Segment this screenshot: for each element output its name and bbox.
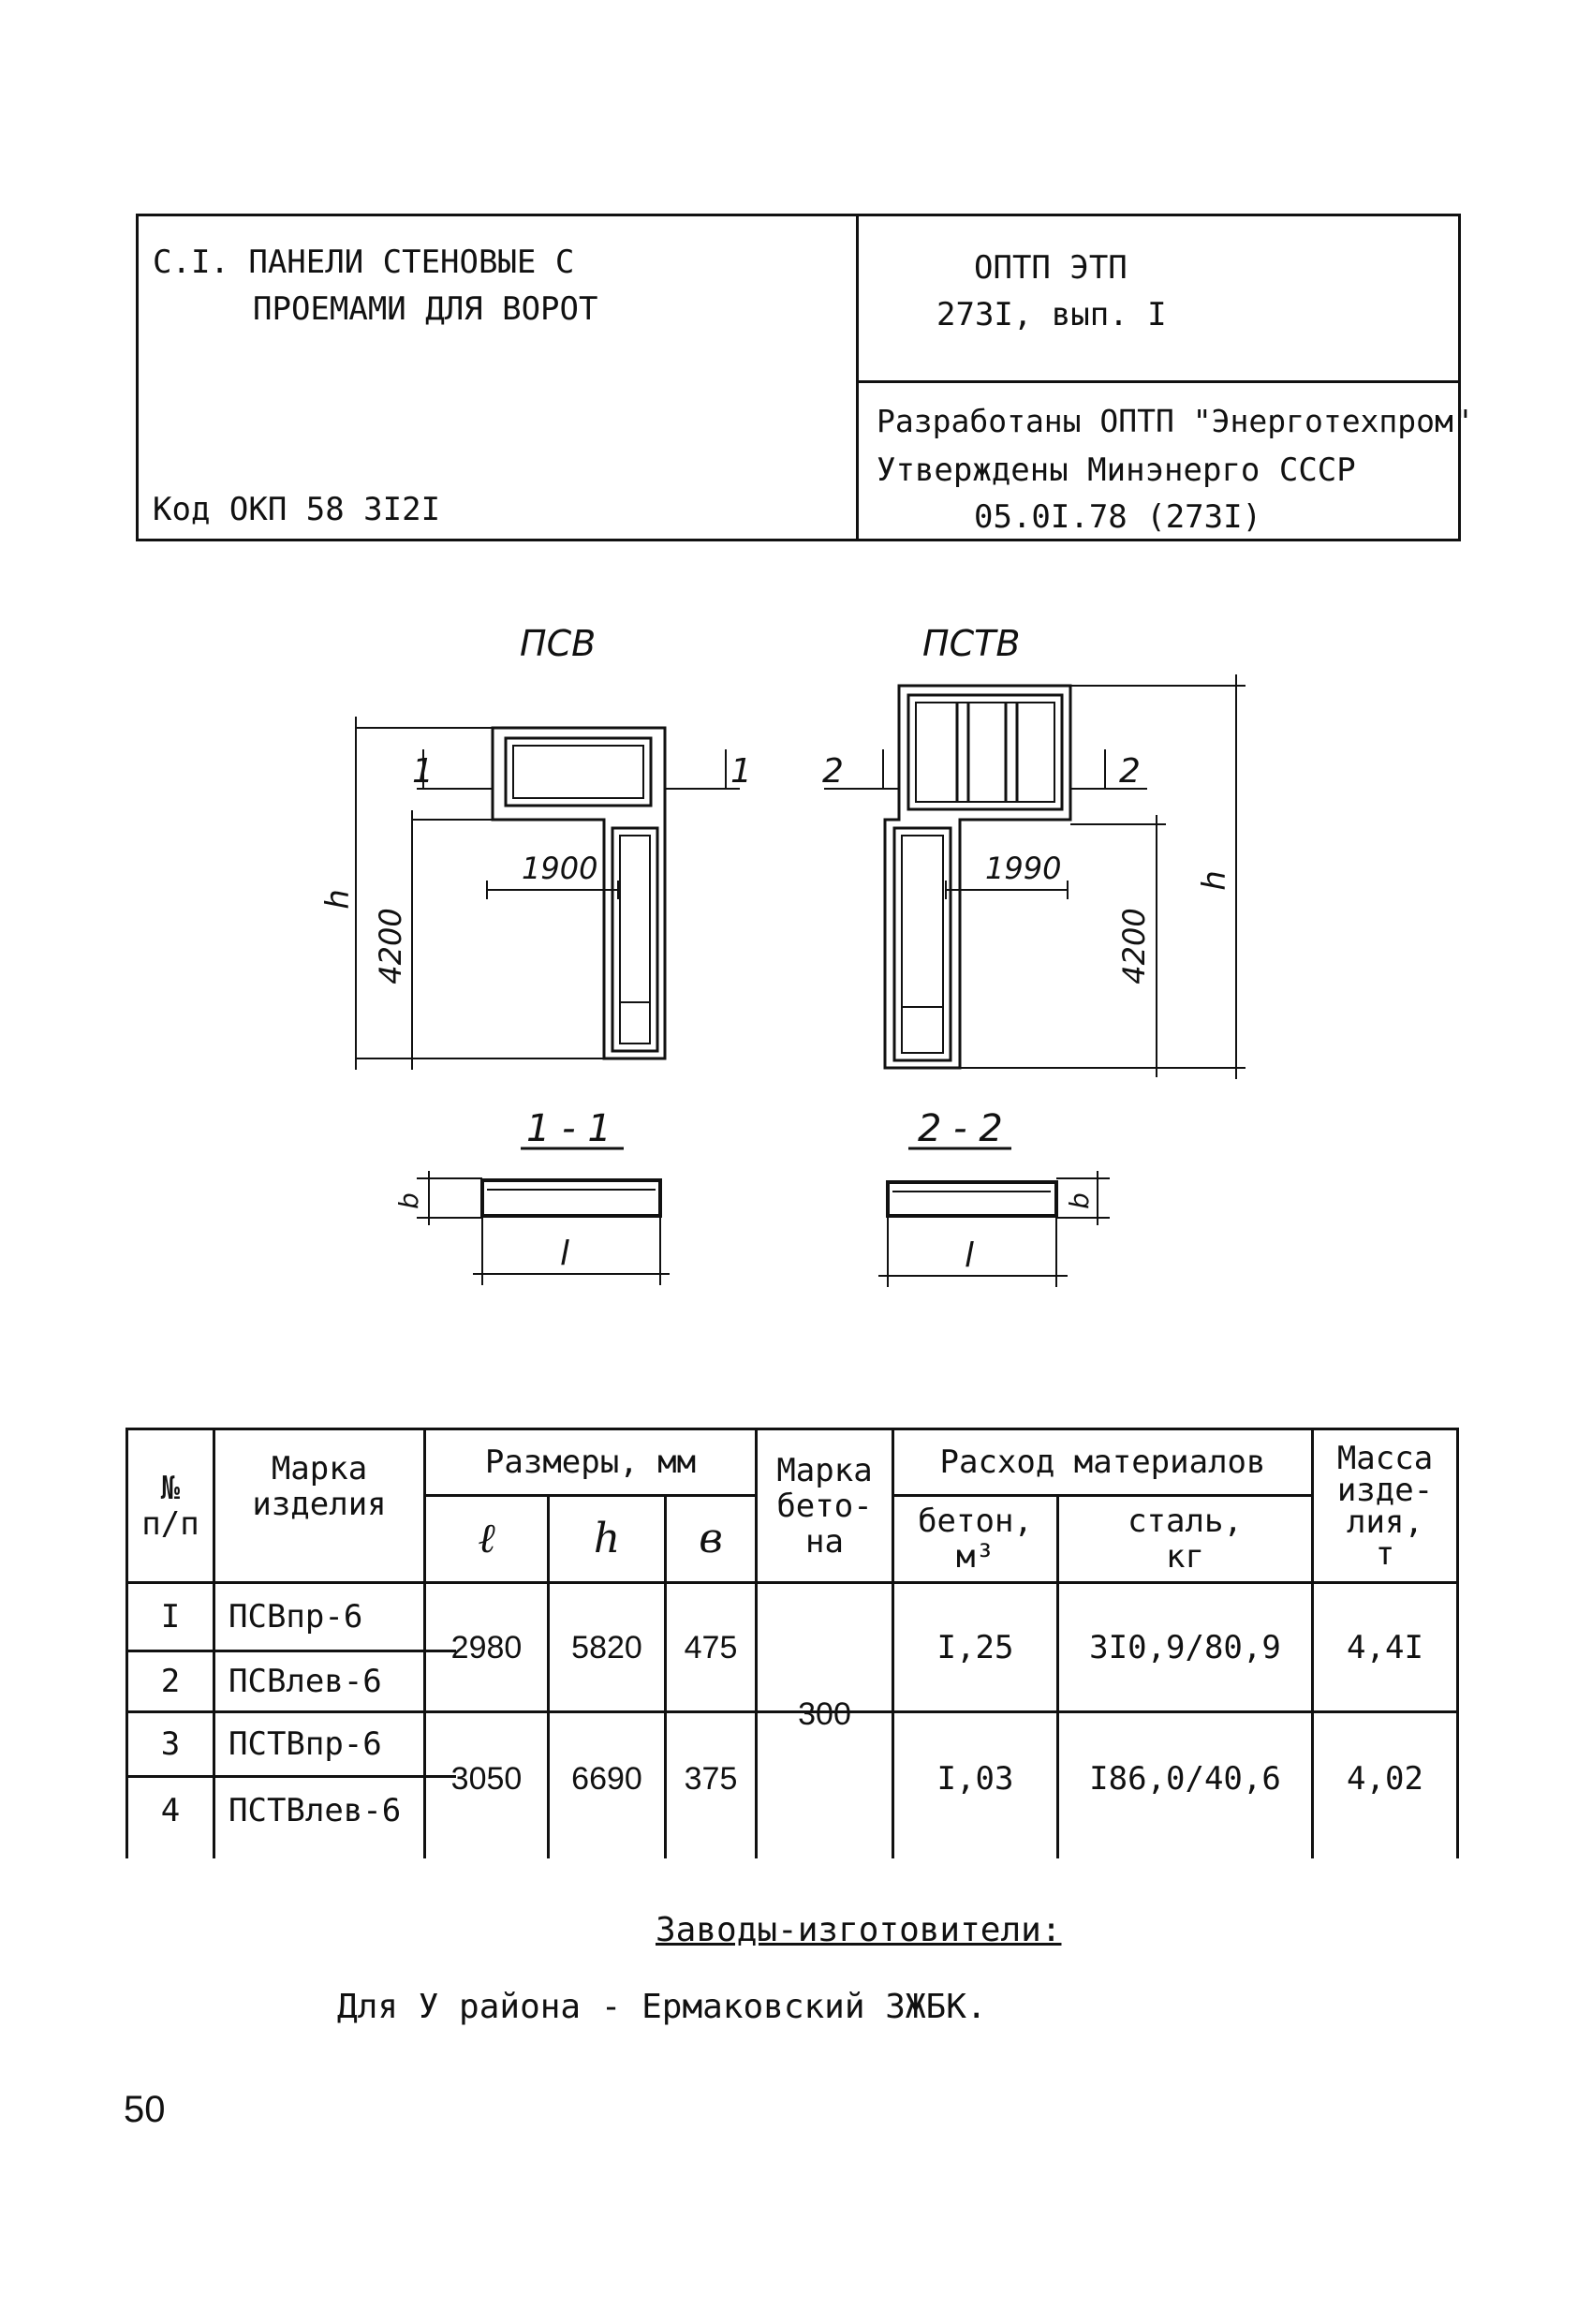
- psv-section-mark-right: 1: [730, 752, 752, 791]
- row-1-number: I: [160, 1598, 181, 1636]
- psv-dim-width: 1900: [522, 851, 597, 886]
- header-dev-line3: 05.0I.78 (273I): [974, 498, 1262, 536]
- section-1-1-b: b: [393, 1192, 424, 1209]
- psv-dim-height: 4200: [373, 908, 408, 984]
- col-header-l: ℓ: [478, 1515, 495, 1562]
- header-series-line2: 273I, вып. I: [936, 296, 1167, 333]
- group-1-h: 5820: [571, 1629, 642, 1665]
- row-4-mark: ПСТВлев-6: [228, 1792, 402, 1829]
- pstv-leg-inner-frame: [892, 826, 952, 1062]
- col-header-concrete-mark: Марка бето- на: [776, 1451, 873, 1561]
- manufacturers-line: Для У района - Ермаковский ЗЖБК.: [337, 1988, 987, 2026]
- col-header-consumption: Расход материалов: [939, 1443, 1266, 1481]
- section-2-2-title: 2 - 2: [918, 1107, 1003, 1150]
- col-header-b: в: [699, 1515, 723, 1562]
- section-1-1-profile: [480, 1178, 662, 1218]
- row-2-mark: ПСВлев-6: [228, 1663, 382, 1700]
- psv-leg-opening: [619, 835, 651, 1044]
- group-1-mass: 4,4I: [1347, 1628, 1423, 1666]
- section-2-2-profile: [886, 1180, 1058, 1218]
- header-block: [136, 214, 1461, 541]
- col-header-steel: сталь, кг: [1128, 1502, 1243, 1576]
- header-divider-vertical: [856, 216, 859, 539]
- manufacturers-title: Заводы-изготовители:: [656, 1911, 1062, 1949]
- pstv-label: ПСТВ: [922, 623, 1020, 664]
- col-header-number: № п/п: [141, 1469, 199, 1543]
- psv-leg-inner-frame: [611, 826, 659, 1053]
- header-dev-line2: Утверждены Минэнерго СССР: [877, 451, 1356, 489]
- header-title-line1: С.I. ПАНЕЛИ СТЕНОВЫЕ С: [153, 244, 575, 281]
- section-1-1-title: 1 - 1: [526, 1107, 612, 1150]
- pstv-dim-height: 4200: [1116, 908, 1152, 984]
- section-1-1-l: l: [560, 1235, 569, 1273]
- col-header-sizes: Размеры, мм: [484, 1443, 697, 1481]
- col-header-mass: Масса изде- лия, т: [1336, 1439, 1434, 1573]
- group-1-l: 2980: [450, 1629, 523, 1665]
- pstv-section-mark-right: 2: [1119, 752, 1141, 791]
- col-header-h: h: [593, 1515, 621, 1562]
- page-number: 50: [124, 2089, 166, 2130]
- psv-section-mark-left: 1: [412, 752, 434, 791]
- group-1-b: 475: [684, 1629, 738, 1665]
- section-2-2-l: l: [965, 1236, 974, 1275]
- group-2-l: 3050: [450, 1761, 523, 1797]
- row-1-mark: ПСВпр-6: [228, 1598, 363, 1636]
- row-3-mark: ПСТВпр-6: [228, 1725, 382, 1763]
- group-1-steel: 3I0,9/80,9: [1089, 1628, 1281, 1666]
- header-divider-horizontal: [856, 380, 1458, 383]
- row-4-number: 4: [160, 1792, 181, 1829]
- pstv-section-mark-left: 2: [822, 752, 844, 791]
- psv-dim-h: h: [319, 889, 357, 910]
- group-2-h: 6690: [571, 1761, 642, 1797]
- header-code: Код ОКП 58 3I2I: [153, 491, 441, 528]
- group-1-concrete: I,25: [936, 1628, 1014, 1666]
- psv-top-inner-frame: [504, 736, 653, 807]
- psv-outline: [491, 726, 667, 1060]
- col-header-concrete: бетон, м³: [918, 1502, 1033, 1576]
- pstv-top-inner-frame: [907, 693, 1064, 811]
- psv-top-opening: [512, 745, 644, 799]
- header-title-line2: ПРОЕМАМИ ДЛЯ ВОРОТ: [253, 290, 598, 328]
- col-header-mark: Марка изделия: [252, 1450, 387, 1523]
- group-2-b: 375: [684, 1761, 738, 1797]
- group-2-concrete: I,03: [936, 1760, 1014, 1798]
- pstv-top-opening: [915, 702, 1055, 803]
- panel-drawings: ПСВ ПСТВ 1 1 2 2 1900 1990 4200 h 4200 h…: [319, 623, 1246, 1287]
- group-2-mass: 4,02: [1347, 1760, 1423, 1798]
- concrete-mark-value: 300: [798, 1696, 851, 1732]
- pstv-dim-width: 1990: [985, 851, 1061, 886]
- row-2-number: 2: [160, 1663, 181, 1700]
- psv-label: ПСВ: [520, 623, 596, 664]
- group-2-steel: I86,0/40,6: [1089, 1760, 1281, 1798]
- pstv-leg-opening: [901, 835, 944, 1054]
- row-3-number: 3: [160, 1725, 181, 1763]
- products-table: № п/п Марка изделия Размеры, мм ℓ h в Ма…: [125, 1428, 1459, 1858]
- header-series-line1: ОПТП ЭТП: [974, 249, 1128, 287]
- pstv-dim-h: h: [1196, 870, 1233, 891]
- header-dev-line1: Разработаны ОПТП "Энерготехпром": [877, 403, 1472, 439]
- section-2-2-b: b: [1064, 1192, 1095, 1209]
